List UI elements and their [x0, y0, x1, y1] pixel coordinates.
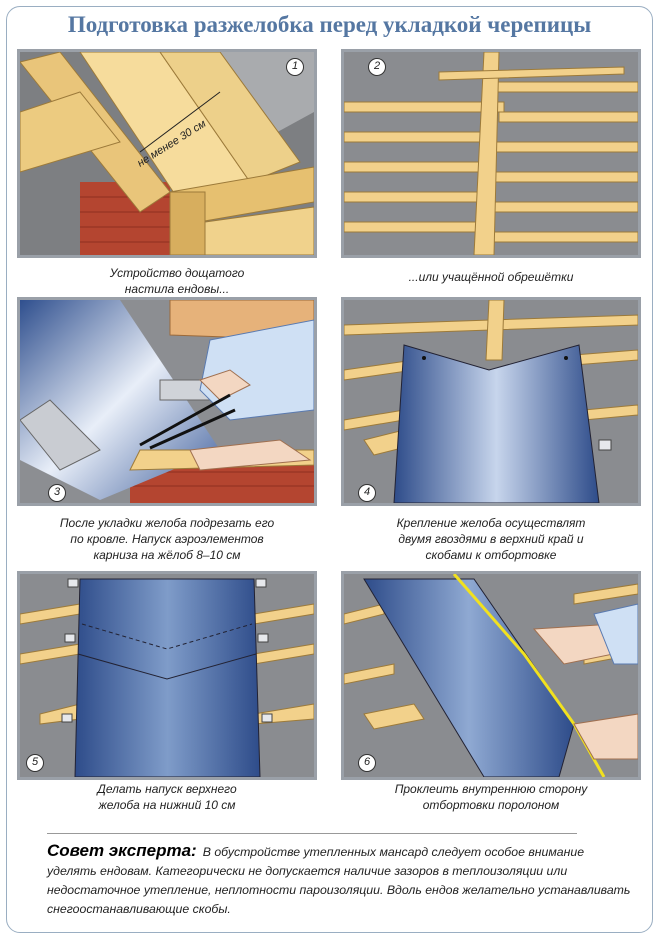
caption-6-line-1: Проклеить внутреннюю сторону [394, 782, 588, 796]
expert-advice: Совет эксперта:В обустройстве утепленных… [47, 841, 637, 919]
panel-5-illustration: 5 [17, 571, 317, 780]
fixing-gutter-drawing [344, 300, 638, 503]
advice-text: В обустройстве утепленных мансард следуе… [47, 845, 631, 916]
caption-6: Проклеить внутреннюю сторону отбортовки … [341, 781, 641, 813]
caption-6-line-2: отбортовки поролоном [422, 798, 560, 812]
caption-3-line-3: карниза на жёлоб 8–10 см [93, 548, 241, 562]
caption-3-line-2: по кровле. Напуск аэроэлементов [70, 532, 264, 546]
caption-1: Устройство дощатого настила ендовы... [27, 265, 327, 297]
foam-gluing-drawing [344, 574, 638, 777]
cutting-gutter-drawing [20, 300, 314, 503]
step-number-1: 1 [286, 58, 304, 76]
gutter-overlap-drawing [20, 574, 314, 777]
caption-5-line-1: Делать напуск верхнего [97, 782, 237, 796]
caption-4: Крепление желоба осуществлят двумя гвозд… [341, 515, 641, 563]
step-number-3: 3 [48, 484, 66, 502]
page-title: Подготовка разжелобка перед укладкой чер… [67, 12, 592, 37]
panel-1-illustration: не менее 30 см 1 [17, 49, 317, 258]
step-number-4: 4 [358, 484, 376, 502]
step-number-6: 6 [358, 754, 376, 772]
dense-battens-drawing [344, 52, 638, 255]
divider [47, 833, 577, 834]
panel-2-illustration: 2 [341, 49, 641, 258]
step-number-5: 5 [26, 754, 44, 772]
caption-2-line-1: ...или учащённой обрешётки [408, 270, 574, 284]
caption-2: ...или учащённой обрешётки [341, 269, 641, 285]
caption-3-line-1: После укладки желоба подрезать его [59, 516, 275, 530]
caption-3: После укладки желоба подрезать его по кр… [17, 515, 317, 563]
page: Подготовка разжелобка перед укладкой чер… [6, 6, 653, 933]
caption-5: Делать напуск верхнего желоба на нижний … [17, 781, 317, 813]
caption-1-line-2: настила ендовы... [124, 282, 230, 296]
caption-1-line-1: Устройство дощатого [109, 266, 245, 280]
step-number-2: 2 [368, 58, 386, 76]
panel-6-illustration: 6 [341, 571, 641, 780]
caption-5-line-2: желоба на нижний 10 см [98, 798, 236, 812]
advice-heading: Совет эксперта: [47, 841, 197, 860]
panel-3-illustration: 3 [17, 297, 317, 506]
caption-4-line-2: двумя гвоздями в верхний край и [398, 532, 584, 546]
caption-4-line-1: Крепление желоба осуществлят [396, 516, 586, 530]
caption-4-line-3: скобами к отбортовке [425, 548, 557, 562]
panel-4-illustration: 4 [341, 297, 641, 506]
valley-boarding-drawing: не менее 30 см [20, 52, 314, 255]
